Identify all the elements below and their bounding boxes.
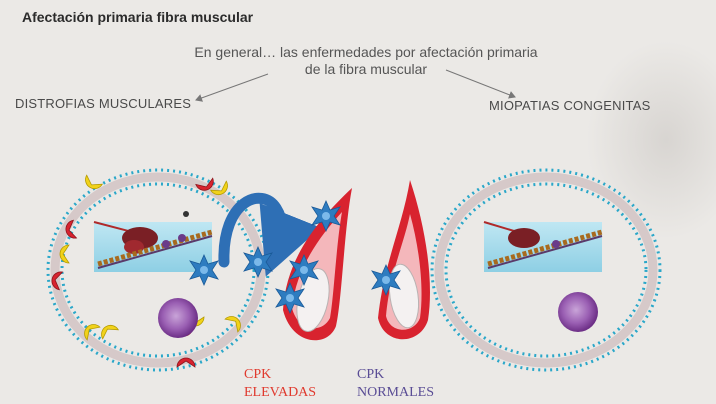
background-smudge (586, 40, 716, 240)
intro-line-2: de la fibra muscular (304, 61, 428, 77)
curved-arrow-icon (218, 192, 321, 277)
right-cell-membrane-icon (430, 168, 662, 372)
cpk-normal-line-2: NORMALES (357, 385, 435, 400)
intro-line-1: En general… las enfermedades por afectac… (194, 44, 538, 60)
right-protein-complex-icon (483, 221, 603, 272)
arrow-to-miopatias (445, 69, 516, 99)
slide-title: Afectación primaria fibra muscular (22, 9, 254, 25)
arrow-to-distrofias (195, 73, 269, 102)
cpk-normales-label: CPK NORMALES (357, 366, 434, 402)
cpk-high-line-1: CPK (244, 367, 272, 382)
miopatias-label: MIOPATIAS CONGENITAS (489, 98, 651, 113)
right-blood-vessel-icon (378, 180, 430, 340)
distrofias-label: DISTROFIAS MUSCULARES (15, 96, 192, 111)
cpk-high-line-2: ELEVADAS (244, 385, 317, 400)
left-dot (183, 211, 189, 217)
intro-text: En general… las enfermedades por afectac… (186, 44, 546, 78)
cpk-normal-line-1: CPK (357, 367, 385, 382)
cpk-elevadas-label: CPK ELEVADAS (244, 366, 316, 402)
right-nucleus-icon (558, 292, 598, 332)
left-nucleus-icon (158, 298, 198, 338)
